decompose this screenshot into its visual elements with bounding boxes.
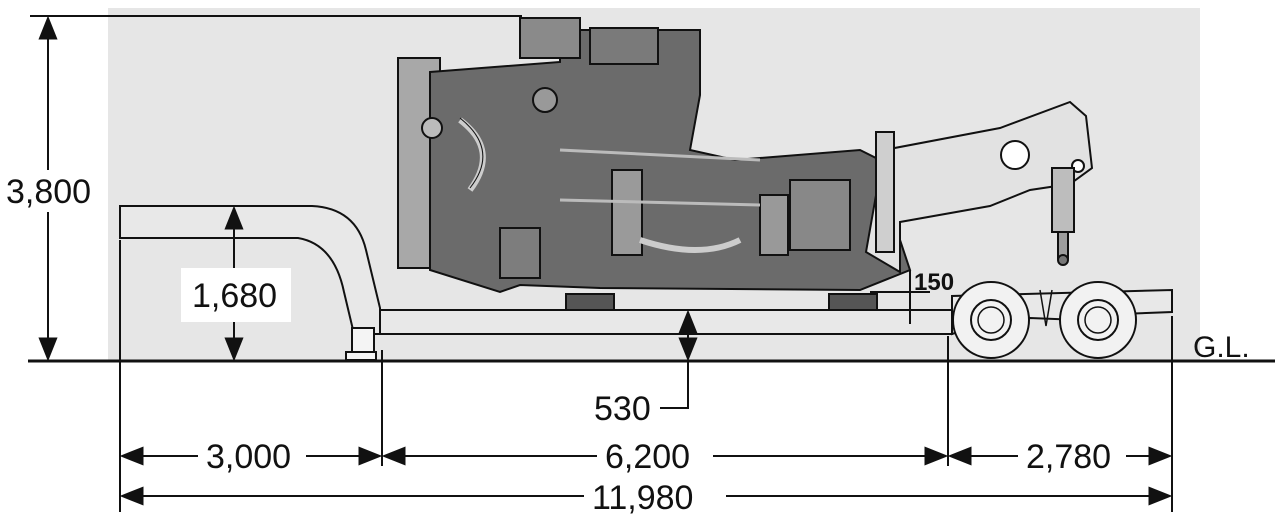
trailer-deck: [379, 309, 953, 335]
rear-wheels: [952, 281, 1137, 359]
gooseneck-length-dimension: 3,000: [119, 434, 383, 478]
landing-leg: [351, 327, 375, 355]
gooseneck-length-label: 3,000: [206, 438, 291, 476]
block-height-dimension: 150: [870, 269, 954, 324]
ground-label: G.L.: [1193, 331, 1250, 364]
deck-length-label: 6,200: [605, 438, 690, 476]
support-block-front: [565, 293, 615, 311]
deck-height-label: 1,680: [192, 277, 277, 315]
ground-clearance-label: 530: [594, 390, 651, 428]
block-height-label: 150: [914, 269, 954, 296]
deck-length-dimension: 6,200: [381, 434, 949, 478]
overall-length-dimension: 11,980: [119, 476, 1173, 517]
machine-illustration: [397, 17, 1094, 294]
overall-length-label: 11,980: [592, 479, 693, 517]
support-block-rear: [828, 293, 878, 311]
rear-axle-length-dimension: 2,780: [947, 434, 1173, 478]
total-height-dimension: 3,800: [4, 15, 522, 362]
total-height-label: 3,800: [6, 173, 91, 211]
ground-clearance-dimension: 530: [594, 309, 698, 428]
deck-height-dimension: 1,680: [181, 205, 291, 362]
rear-axle-length-label: 2,780: [1026, 438, 1111, 476]
